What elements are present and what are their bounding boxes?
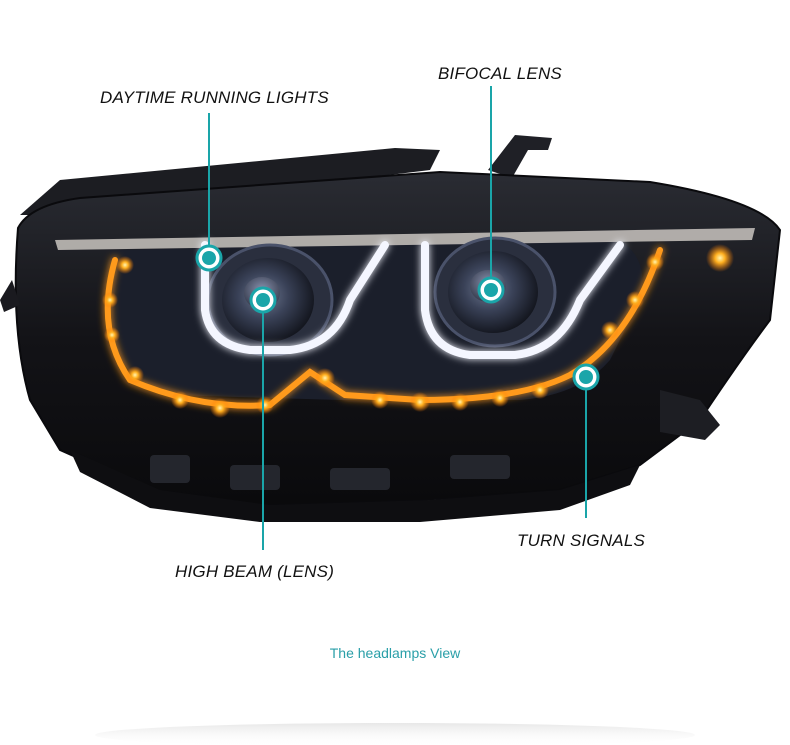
callout-marker-bifocal <box>477 276 505 304</box>
turn-signal-strip <box>104 247 663 409</box>
side-bracket-right <box>660 390 720 440</box>
label-turn-signals: TURN SIGNALS <box>517 531 646 550</box>
drl-guide-left <box>201 241 389 354</box>
lower-reflectors <box>150 455 510 490</box>
callout-marker-high <box>249 286 277 314</box>
image-caption: The headlamps View <box>329 645 461 661</box>
label-high-beam: HIGH BEAM (LENS) <box>175 562 335 581</box>
floor-shadow <box>95 723 695 745</box>
callout-marker-drl <box>195 244 223 272</box>
housing-lower-lip <box>70 450 640 522</box>
callout-marker-turn <box>572 363 600 391</box>
label-bifocal-lens: BIFOCAL LENS <box>438 64 562 83</box>
label-daytime-running-lights: DAYTIME RUNNING LIGHTS <box>100 88 329 107</box>
mounting-tab-right <box>488 135 552 178</box>
amber-led-dots <box>102 244 734 418</box>
drl-top-strip <box>55 228 755 250</box>
drl-guide-right <box>421 241 624 359</box>
side-bracket-left <box>0 280 20 312</box>
